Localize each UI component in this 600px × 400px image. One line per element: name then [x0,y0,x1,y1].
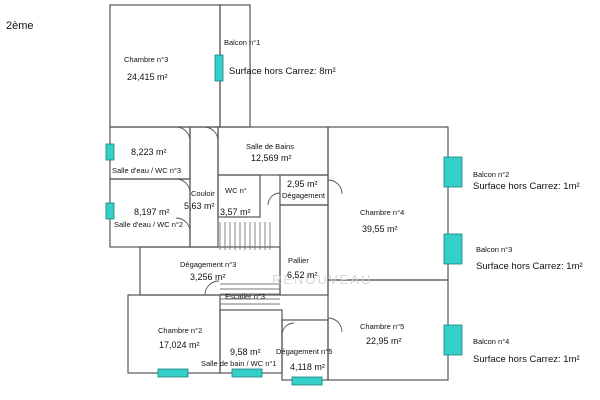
door-arc [327,179,343,195]
salle-bain-wc-1-name: Salle de bain / WC n°1 [201,359,277,368]
wall-chambre-4 [327,126,449,281]
wall-wc [217,174,261,218]
door-arc [327,317,343,333]
balcon-1-name: Balcon n°1 [224,38,261,47]
degagement-3-name: Dégagement n°3 [180,260,237,269]
door-arc [267,192,281,206]
door-arc [175,178,191,194]
balcon-3-name: Balcon n°3 [476,245,513,254]
window [231,368,263,378]
chambre-3-name: Chambre n°3 [124,55,169,64]
salle-eau-3-area: 8,223 m² [131,147,167,157]
degagement-5-area: 4,118 m² [290,362,325,372]
degagement-3-area: 3,256 m² [190,272,226,282]
balcon-4-name: Balcon n°4 [473,337,510,346]
door-arc [175,126,191,142]
palier-area: 6,52 m² [287,270,318,280]
wc-area: 3,57 m² [220,207,251,217]
wc-name: WC n° [225,186,247,195]
chambre-3-area: 24,415 m² [127,72,168,82]
staircase [219,222,280,305]
wall-chambre-3 [109,4,221,128]
salle-eau-2-name: Salle d'eau / WC n°2 [114,220,184,229]
palier-name: Pallier [288,256,309,265]
balcon-3-note: Surface hors Carrez: 1m² [476,261,583,272]
balcon-2-name: Balcon n°2 [473,170,510,179]
windows [105,54,463,386]
floor-label: 2ème [6,20,34,32]
salle-eau-3-name: Salle d'eau / WC n°3 [112,166,182,175]
couloir-area: 5,63 m² [184,201,215,211]
degagement-name: Dégagement [282,191,325,200]
dashed-limits [139,247,220,296]
chambre-2-name: Chambre n°2 [158,326,203,335]
escalier-name: Escalier n°3 [225,292,266,301]
window [443,324,463,356]
chambre-5-name: Chambre n°5 [360,322,405,331]
wall-salle-de-bains [217,126,329,176]
chambre-2-area: 17,024 m² [159,340,200,350]
door-arc [281,322,295,336]
door-arc [203,126,219,142]
balcon-1-note: Surface hors Carrez: 8m² [229,66,336,77]
window [214,54,224,82]
door-arc [175,217,191,233]
degagement-area: 2,95 m² [287,179,318,189]
window [443,156,463,188]
chambre-4-name: Chambre n°4 [360,208,405,217]
wall-degagement-3 [139,246,281,296]
salle-eau-2-area: 8,197 m² [134,207,170,217]
couloir-name: Couloir [191,189,215,198]
watermark-text: RENOUVEAU [272,272,373,287]
window [105,143,115,161]
window [291,376,323,386]
wall-couloir [189,126,219,248]
salle-bain-wc-1-area: 9,58 m² [230,347,261,357]
window [443,233,463,265]
door-arc [204,280,220,296]
salle-de-bains-area: 12,569 m² [251,153,292,163]
degagement-5-name: Dégagement n°5 [276,347,333,356]
chambre-4-area: 39,55 m² [362,224,398,234]
balcon-2-note: Surface hors Carrez: 1m² [473,181,580,192]
chambre-5-area: 22,95 m² [366,336,402,346]
salle-de-bains-name: Salle de Bains [246,142,294,151]
window [105,202,115,220]
door-swings [175,126,343,336]
window [157,368,189,378]
balcon-4-note: Surface hors Carrez: 1m² [473,354,580,365]
